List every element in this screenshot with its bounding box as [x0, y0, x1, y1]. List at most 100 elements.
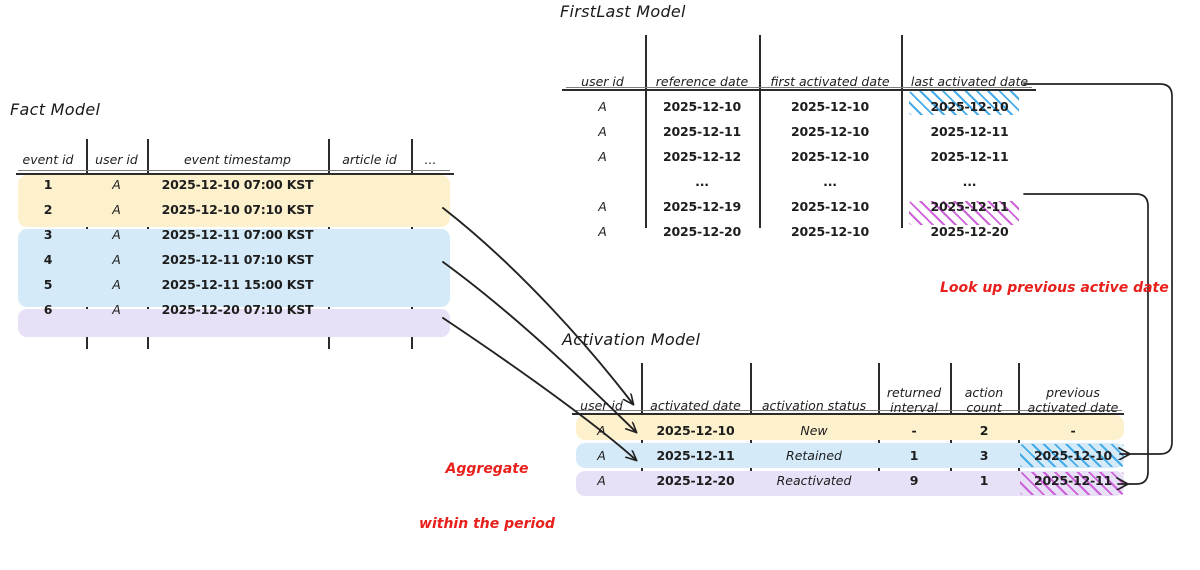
activation-cell-activated-date: 2025-12-10 — [656, 423, 735, 438]
activation-cell-previous-activated-date: 2025-12-10 — [1034, 448, 1112, 463]
firstlast-cell-user-id: A — [598, 224, 607, 239]
firstlast-col-user-id: user id — [581, 74, 624, 89]
fact-cell-user-id: A — [112, 177, 121, 192]
action-count-line2: count — [966, 399, 1002, 415]
table-row: 6 A 2025-12-20 07:10 KST — [10, 297, 450, 322]
fact-col-article-id: article id — [342, 152, 397, 167]
activation-cell-activation-status: Reactivated — [776, 473, 852, 488]
activation-cell-action-count: 1 — [979, 473, 989, 488]
fact-cell-article-id — [328, 222, 411, 247]
firstlast-cell-reference-date: 2025-12-19 — [663, 199, 741, 214]
activation-cell-activated-date: 2025-12-20 — [656, 473, 735, 488]
firstlast-cell-reference-date: 2025-12-20 — [663, 224, 741, 239]
firstlast-col-reference-date: reference date — [655, 74, 749, 89]
previous-activated-line1: previous — [1046, 385, 1100, 401]
fact-model-table: event id user id event timestamp article… — [10, 137, 450, 322]
activation-cell-returned-interval: - — [911, 423, 917, 438]
activation-model-table-wrap: user id activated date activation status… — [562, 361, 1128, 496]
fact-cell-user-id: A — [112, 202, 121, 217]
fact-cell-timestamp: 2025-12-10 07:10 KST — [161, 202, 314, 217]
firstlast-cell-first-activated-date: 2025-12-10 — [791, 149, 869, 164]
fact-cell-user-id: A — [112, 302, 121, 317]
diagram-canvas: Fact Model event id user id event timest… — [10, 2, 1173, 532]
fact-header-rule — [16, 173, 454, 175]
firstlast-col-rule-3 — [901, 35, 903, 228]
fact-cell-more — [411, 297, 450, 322]
annotation-aggregate: Aggregate within the period — [404, 424, 570, 570]
fact-model-block: Fact Model event id user id event timest… — [10, 100, 454, 349]
firstlast-cell-user-id: A — [598, 124, 607, 139]
fact-cell-more — [411, 197, 450, 222]
fact-cell-event-id: 6 — [43, 302, 53, 317]
activation-cell-action-count: 3 — [979, 448, 989, 463]
firstlast-last-activated-highlight-blue — [909, 91, 1019, 115]
firstlast-cell-first-activated-date: 2025-12-10 — [791, 199, 869, 214]
annotation-aggregate-line1: Aggregate — [445, 461, 529, 478]
firstlast-cell-first-activated-date: 2025-12-10 — [791, 224, 869, 239]
fact-cell-more — [411, 172, 450, 197]
firstlast-cell-reference-date: 2025-12-12 — [663, 149, 741, 164]
fact-header-rule-shadow — [18, 170, 450, 171]
activation-cell-activated-date: 2025-12-11 — [656, 448, 735, 463]
fact-cell-event-id: 3 — [43, 227, 53, 242]
fact-cell-timestamp: 2025-12-11 07:00 KST — [161, 227, 314, 242]
activation-cell-user-id: A — [597, 423, 606, 438]
previous-activated-line2: activated date — [1027, 399, 1119, 415]
activation-col-activated-date: activated date — [650, 398, 741, 413]
activation-cell-action-count: 2 — [979, 423, 989, 438]
activation-cell-previous-activated-date: 2025-12-11 — [1034, 473, 1112, 488]
firstlast-model-table: user id reference date first activated d… — [560, 33, 1038, 244]
firstlast-header-row: user id reference date first activated d… — [560, 33, 1038, 94]
table-row: A 2025-12-20 Reactivated 9 1 2025-12-11 — [562, 468, 1128, 493]
annotation-lookup: Look up previous active date — [940, 280, 1169, 296]
activation-model-block: Activation Model user id activated — [562, 330, 1128, 496]
action-count-line1: action — [964, 385, 1004, 401]
activation-cell-returned-interval: 1 — [909, 448, 919, 463]
activation-cell-user-id: A — [597, 448, 606, 463]
returned-interval-line2: interval — [890, 399, 938, 415]
activation-col-activation-status: activation status — [761, 398, 867, 413]
returned-interval-line1: returned — [886, 385, 942, 401]
activation-col-user-id: user id — [580, 398, 623, 413]
fact-model-title: Fact Model — [10, 100, 101, 119]
activation-model-title: Activation Model — [562, 330, 701, 349]
fact-col-more: ... — [424, 152, 437, 167]
fact-cell-timestamp: 2025-12-11 07:10 KST — [161, 252, 314, 267]
fact-model-table-wrap: event id user id event timestamp article… — [10, 137, 454, 349]
fact-col-event-timestamp: event timestamp — [183, 152, 291, 167]
firstlast-cell-reference-date: 2025-12-10 — [663, 99, 741, 114]
fact-row-group-blue — [18, 229, 450, 307]
firstlast-cell-last-activated-date: 2025-12-11 — [930, 124, 1009, 139]
activation-cell-returned-interval: 9 — [909, 473, 919, 488]
firstlast-header-rule — [562, 89, 1036, 91]
activation-cell-user-id: A — [597, 473, 606, 488]
activation-header-rule-shadow — [576, 410, 1122, 411]
firstlast-cell-reference-date: ... — [695, 174, 709, 189]
firstlast-cell-last-activated-date: 2025-12-11 — [930, 149, 1009, 164]
firstlast-cell-user-id: A — [598, 199, 607, 214]
activation-header-rule — [572, 413, 1124, 415]
activation-cell-previous-activated-date: - — [1070, 423, 1076, 438]
firstlast-cell-last-activated-date: ... — [962, 174, 977, 189]
fact-cell-article-id — [328, 247, 411, 272]
firstlast-col-rule-1 — [645, 35, 647, 228]
firstlast-header-rule-shadow — [566, 87, 1032, 88]
firstlast-model-title: FirstLast Model — [560, 2, 686, 21]
fact-cell-article-id — [328, 197, 411, 222]
fact-cell-article-id — [328, 297, 411, 322]
firstlast-model-block: FirstLast Model user id reference date f… — [560, 2, 1038, 239]
fact-cell-timestamp: 2025-12-20 07:10 KST — [161, 302, 314, 317]
activation-cell-activation-status: Retained — [786, 448, 842, 463]
fact-cell-event-id: 5 — [43, 277, 53, 292]
